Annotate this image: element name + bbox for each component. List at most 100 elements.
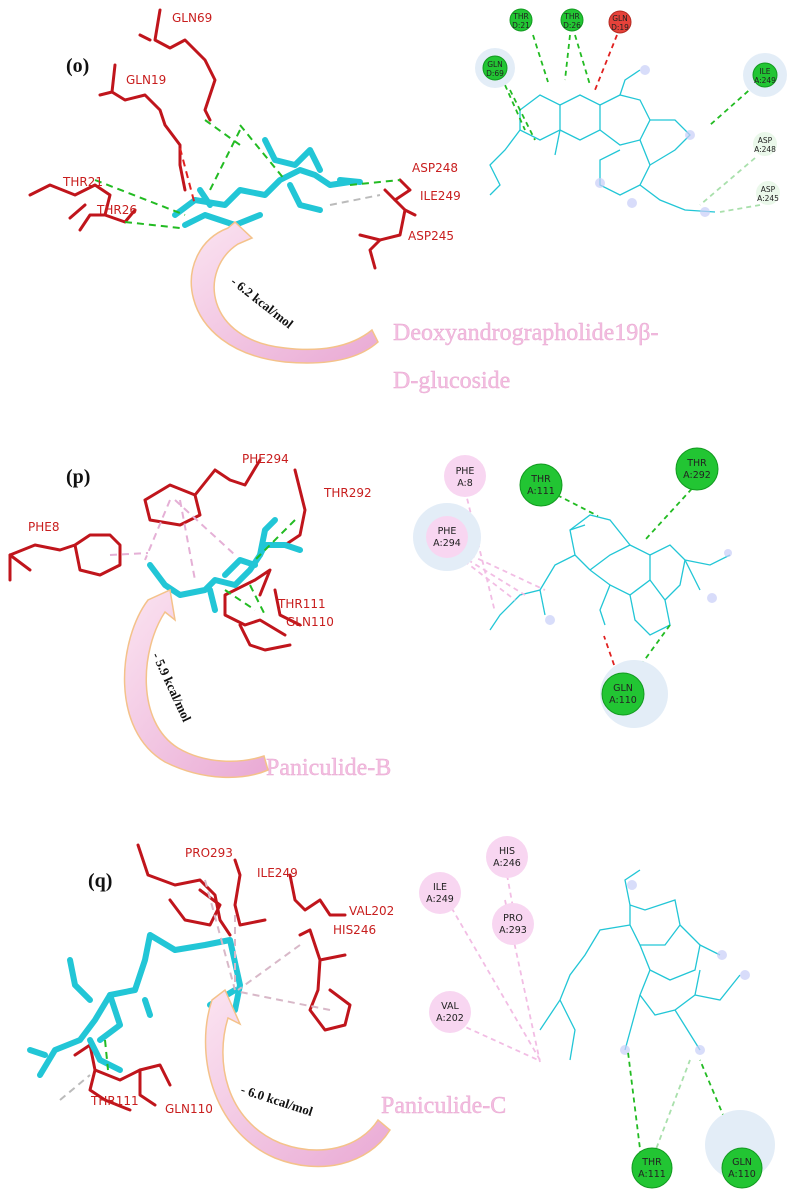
interaction-diagram-o: THR D:21 THR D:26 GLN D:19 GLN D:69 ILE …	[475, 8, 787, 217]
residue-label-asp245: ASP245	[408, 229, 454, 243]
residue-label-gln110: GLN110	[165, 1102, 213, 1116]
residue-label-gln69: GLN69	[172, 11, 212, 25]
node-thr-a111-p	[519, 463, 563, 507]
node-his-a246-q	[486, 836, 528, 878]
residue-label-his246: HIS246	[333, 923, 376, 937]
residue-label-val202: VAL202	[349, 904, 394, 918]
residue-label-gln110: GLN110	[286, 615, 334, 629]
panel-q: (q)	[27, 836, 775, 1189]
node-phe-a8-l1: PHE	[456, 466, 475, 477]
node-gln-d19-o	[608, 10, 632, 34]
interaction-diagram-q: HIS A:246 ILE A:249 PRO A:293 VAL A:202 …	[419, 836, 775, 1189]
residue-labels-p: PHE294 THR292 PHE8 THR111 GLN110	[28, 452, 372, 629]
residue-label-thr26: THR26	[96, 203, 137, 217]
node-gln-a110-l1: GLN	[732, 1157, 752, 1168]
node-asp-a248-o	[753, 132, 777, 156]
energy-label-q: - 6.0 kcal/mol	[239, 1082, 315, 1119]
node-thr-a292-l1: THR	[686, 458, 707, 469]
residue-sticks-o	[28, 8, 417, 270]
residue-label-thr111: THR111	[277, 597, 326, 611]
node-phe-a8-p	[444, 455, 486, 497]
node-asp-a245-l1: ASP	[761, 185, 776, 194]
node-thr-a292-p	[675, 447, 719, 491]
panel-p: (p) PHE294 THR29	[8, 447, 732, 781]
node-asp-a245-o	[756, 181, 780, 205]
node-phe-a294-p	[426, 516, 468, 558]
node-gln-d69-o	[482, 55, 508, 81]
node-thr-d21-l1: THR	[512, 12, 528, 21]
node-thr-a111-l1: THR	[641, 1157, 662, 1168]
node-pro-a293-l1: PRO	[503, 913, 523, 924]
residue-label-thr292: THR292	[323, 486, 372, 500]
node-gln-a110-l2: A:110	[609, 695, 637, 706]
residue-label-ile249: ILE249	[420, 189, 461, 203]
compound-name-o-line1: Deoxyandrographolide19β-	[393, 320, 658, 346]
ligand-p	[147, 517, 303, 613]
node-asp-a245-l2: A:245	[757, 194, 779, 203]
residue-labels-o: GLN69 GLN19 THR21 THR26 ASP248 ILE249 AS…	[62, 11, 461, 243]
node-ile-a249-q	[419, 872, 461, 914]
energy-label-p: - 5.9 kcal/mol	[149, 650, 194, 724]
node-gln-d19-l1: GLN	[612, 14, 628, 23]
energy-arrow-q	[204, 988, 391, 1168]
node-thr-a111-l1: THR	[530, 474, 551, 485]
node-ile-a249-l2: A:249	[426, 894, 454, 905]
panel-o: (o)	[28, 8, 787, 394]
node-thr-a292-l2: A:292	[683, 470, 711, 481]
node-pro-a293-l2: A:293	[499, 925, 527, 936]
residue-label-thr21: THR21	[62, 175, 103, 189]
node-val-a202-q	[429, 991, 471, 1033]
panel-label-o: (o)	[66, 55, 89, 77]
node-ile-a249-o	[752, 62, 778, 88]
residue-label-phe8: PHE8	[28, 520, 59, 534]
interaction-lines-3d-p	[109, 499, 296, 616]
node-gln-a110-l2: A:110	[728, 1169, 756, 1180]
compound-name-o-line2: D-glucoside	[393, 368, 510, 394]
residue-label-gln19: GLN19	[126, 73, 166, 87]
node-ile-a249-l2: A:249	[754, 76, 776, 85]
node-gln-d19-l2: D:19	[611, 23, 629, 32]
ligand-o	[172, 137, 363, 228]
node-his-a246-l1: HIS	[499, 846, 515, 857]
energy-arrow-o	[190, 220, 379, 364]
node-thr-d21-l2: D:21	[512, 21, 530, 30]
interaction-diagram-p: PHE A:8 THR A:111 THR A:292 PHE A:294 GL…	[413, 447, 732, 728]
node-thr-a111-l2: A:111	[638, 1169, 666, 1180]
node-val-a202-l2: A:202	[436, 1013, 464, 1024]
node-pro-a293-q	[492, 903, 534, 945]
node-phe-a8-l2: A:8	[457, 478, 473, 489]
node-phe-a294-l2: A:294	[433, 538, 461, 549]
node-thr-d26-l1: THR	[563, 12, 579, 21]
panel-label-q: (q)	[88, 870, 112, 892]
node-thr-d26-l2: D:26	[563, 21, 581, 30]
node-asp-a248-l1: ASP	[758, 136, 773, 145]
energy-label-o: - 6.2 kcal/mol	[228, 274, 296, 332]
interaction-lines-3d-o	[94, 119, 401, 229]
node-gln-d69-l2: D:69	[486, 69, 504, 78]
compound-name-p: Paniculide-B	[266, 755, 391, 781]
energy-arrow-p	[123, 588, 269, 779]
node-gln-a110-q	[721, 1147, 763, 1189]
residue-label-asp248: ASP248	[412, 161, 458, 175]
node-phe-a294-l1: PHE	[438, 526, 457, 537]
residue-sticks-p	[8, 458, 307, 652]
compound-name-q: Paniculide-C	[381, 1093, 506, 1119]
residue-label-pro293: PRO293	[185, 846, 233, 860]
node-val-a202-l1: VAL	[441, 1001, 459, 1012]
residue-label-thr111: THR111	[90, 1094, 139, 1108]
residue-label-ile249: ILE249	[257, 866, 298, 880]
residue-labels-q: PRO293 ILE249 VAL202 HIS246 THR111 GLN11…	[90, 846, 394, 1116]
node-thr-a111-l2: A:111	[527, 486, 555, 497]
node-gln-a110-p	[601, 672, 645, 716]
node-his-a246-l2: A:246	[493, 858, 521, 869]
interaction-lines-3d-q	[59, 879, 331, 1101]
node-thr-d26-o	[560, 8, 584, 32]
residue-label-phe294: PHE294	[242, 452, 289, 466]
node-thr-d21-o	[509, 8, 533, 32]
node-asp-a248-l2: A:248	[754, 145, 776, 154]
node-gln-d69-l1: GLN	[487, 60, 503, 69]
panel-label-p: (p)	[66, 466, 90, 488]
node-gln-a110-l1: GLN	[613, 683, 633, 694]
node-ile-a249-l1: ILE	[433, 882, 447, 893]
